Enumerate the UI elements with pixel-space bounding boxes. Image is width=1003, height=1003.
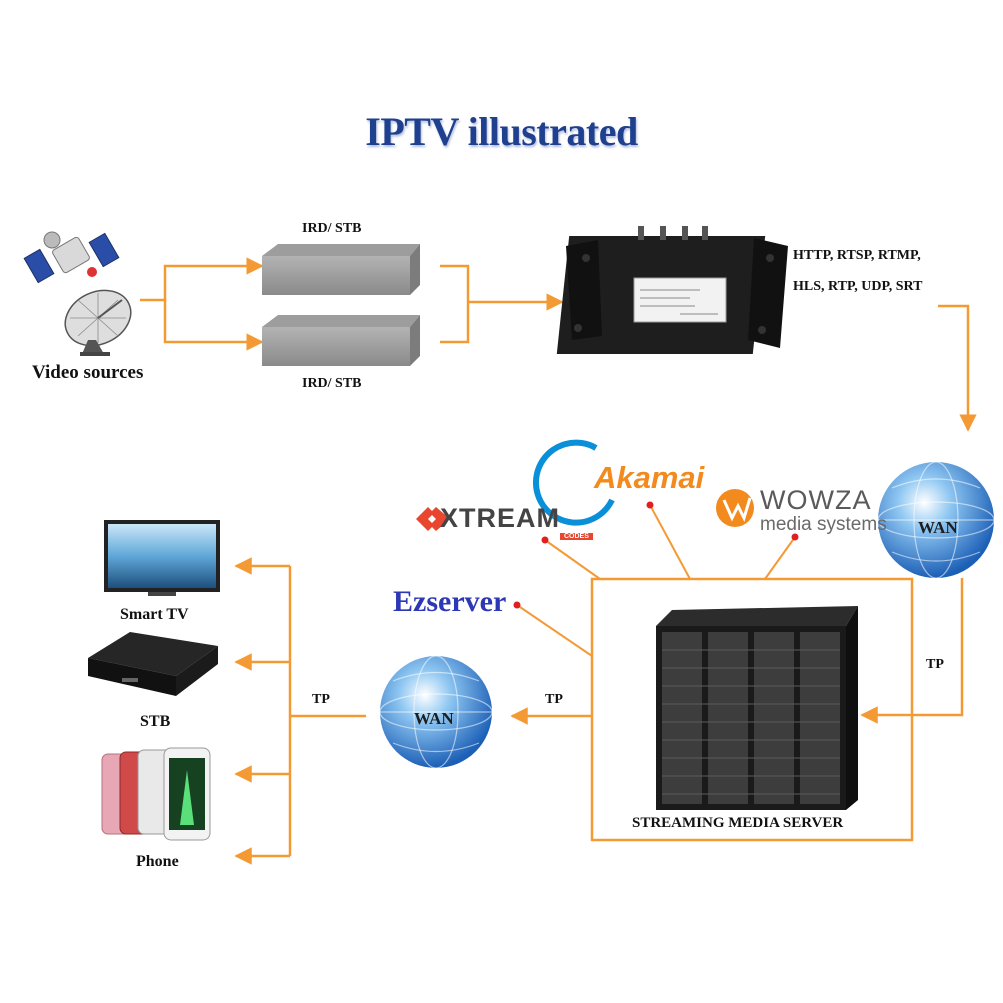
satellite-dish-icon [64,289,132,356]
stb-device-icon [88,632,218,696]
tp-right-label: TP [926,657,944,672]
encoder-to-wan-connector [938,304,977,432]
wan-to-devices-connector [234,557,366,865]
streaming-server-label: STREAMING MEDIA SERVER [632,815,844,831]
wan-globe-left-icon [379,655,493,769]
wowza-logo: WOWZA [760,485,872,515]
satellite-icon [23,231,120,284]
ird-stb-box-top [262,244,420,295]
ird-stb-box-bottom [262,315,420,366]
diagram-title: IPTV illustrated [365,109,638,154]
phone-label: Phone [136,853,179,870]
ird-stb-top-label: IRD/ STB [302,221,362,236]
wan-globe-right-icon [877,461,995,579]
server-racks-icon [656,606,858,810]
xtream-codes-badge: CODES [560,533,593,540]
wowza-logo-icon [716,489,754,527]
akamai-logo: Akamai [594,460,705,495]
protocols-line2: HLS, RTP, UDP, SRT [793,279,923,294]
tp-middle-label: TP [545,692,563,707]
wan-to-server-connector [860,578,964,724]
tp-left-label: TP [312,692,330,707]
ird-stb-bottom-label: IRD/ STB [302,376,362,391]
smart-tv-label: Smart TV [120,606,189,623]
server-frame [590,577,914,842]
phones-icon [101,747,211,841]
smart-tv-icon [104,520,220,596]
video-sources-label: Video sources [32,362,144,383]
logo-leaders [516,504,796,657]
encoder-device-icon [556,226,788,354]
protocols-line1: HTTP, RTSP, RTMP, [793,248,921,263]
ezserver-logo: Ezserver [393,585,507,618]
xtream-logo-icon [416,507,450,531]
wowza-logo-sub: media systems [760,514,887,535]
xtream-logo: XTREAM [440,503,560,533]
wan-left-label: WAN [414,709,454,728]
source-connector [140,257,264,351]
akamai-logo-icon [532,439,615,526]
leader-dots [513,501,799,609]
stb-label: STB [140,713,171,730]
wan-right-label: WAN [918,518,958,537]
stb-to-encoder-connector [440,264,564,344]
